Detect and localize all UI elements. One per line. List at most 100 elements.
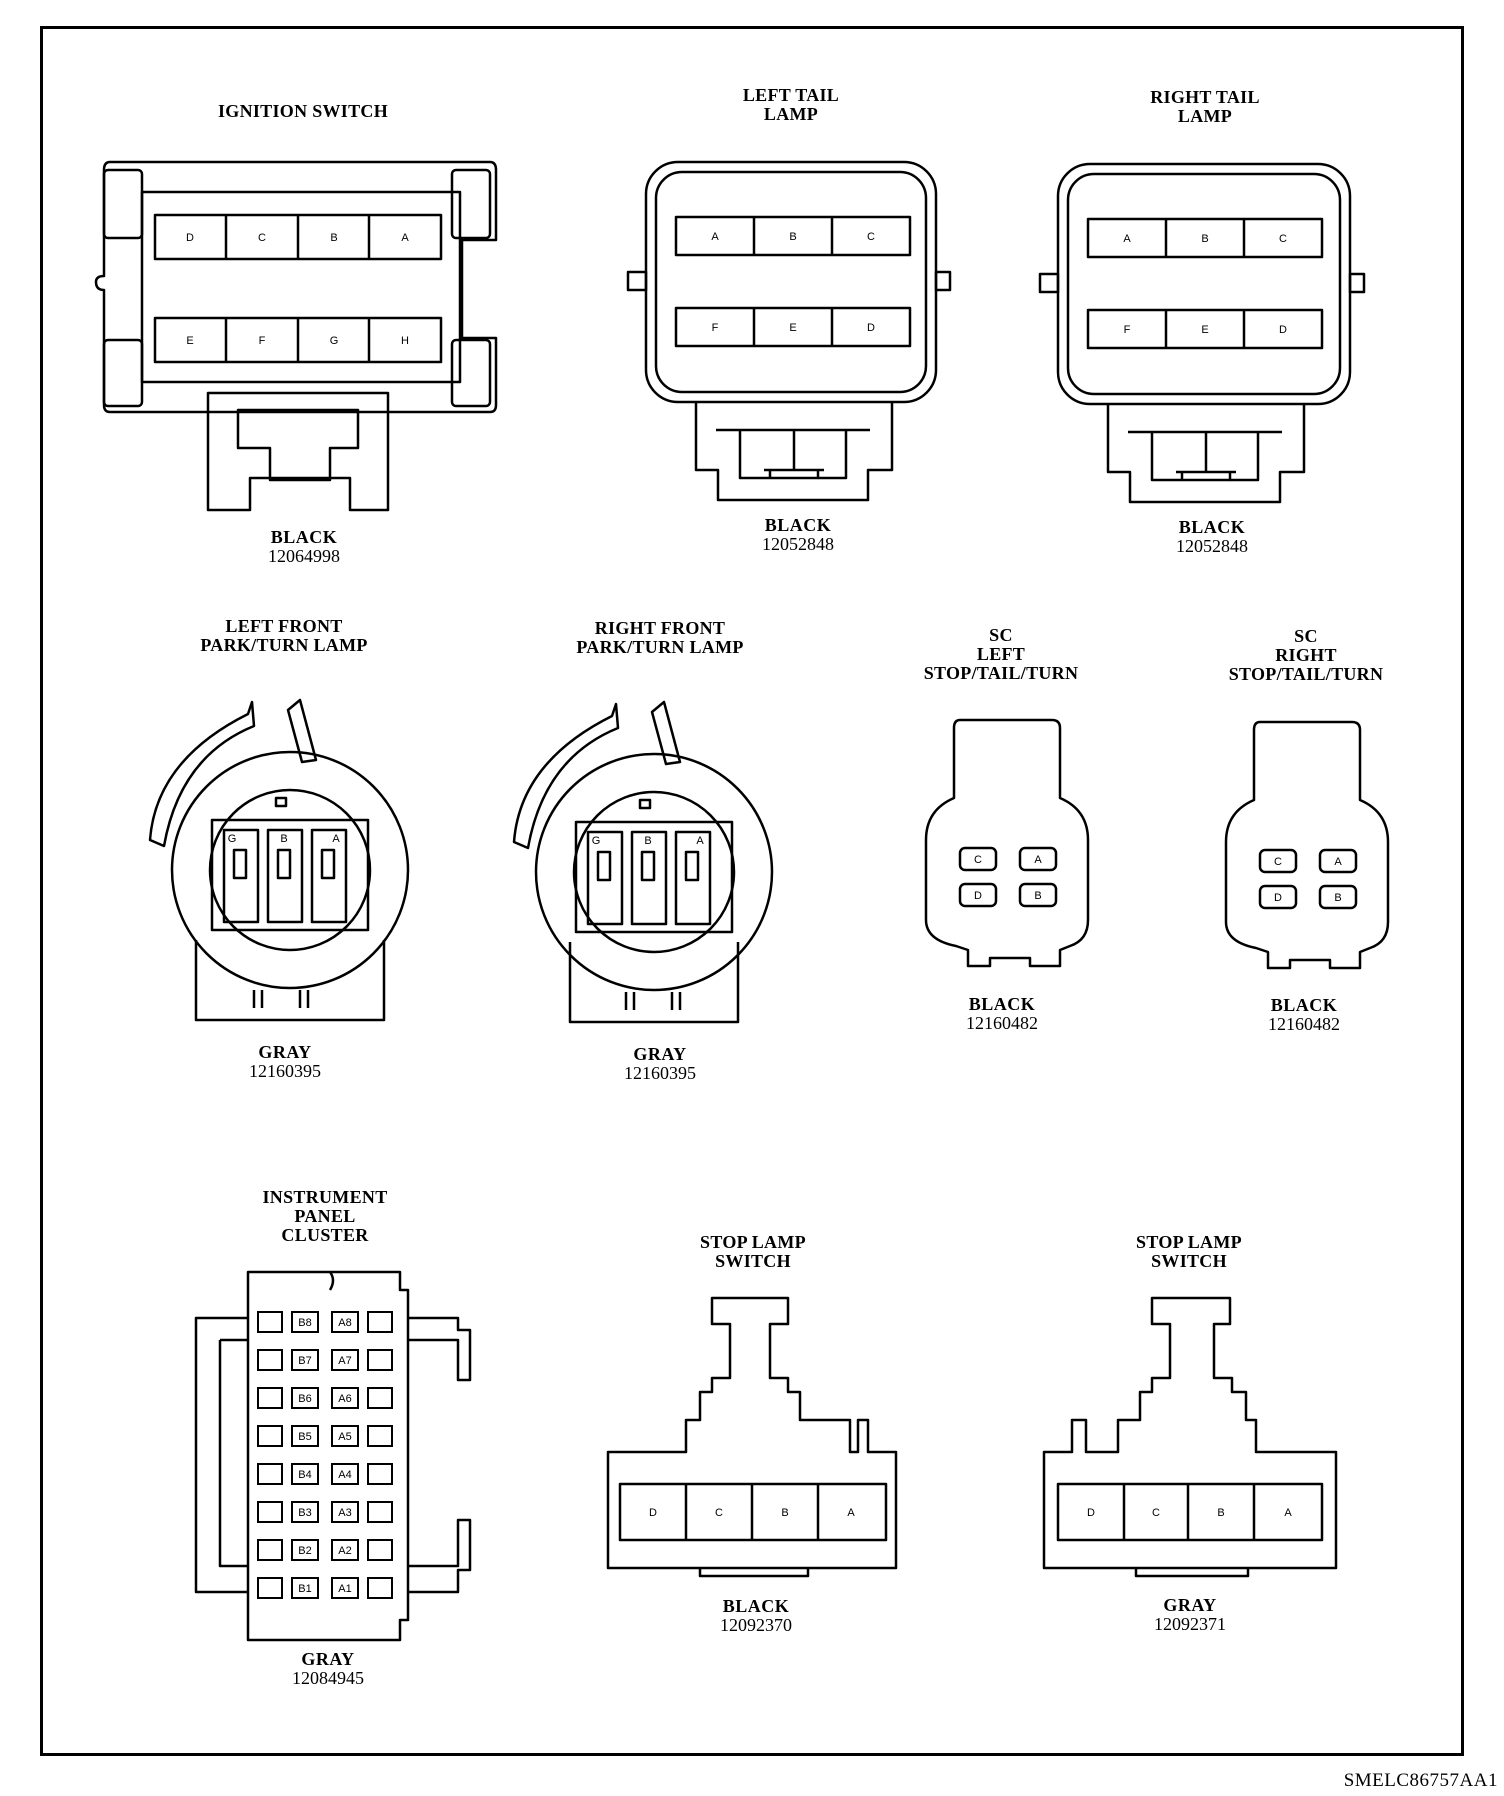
ignition-switch-caption: BLACK 12064998 — [268, 527, 340, 566]
right-tail-pin-label: A — [1123, 233, 1131, 245]
stop-lamp-switch-black-title: STOP LAMP SWITCH — [700, 1232, 806, 1271]
stop-lamp-black-pin-label: D — [649, 1507, 657, 1519]
ipc-right-cavity — [367, 1577, 393, 1599]
right-park-turn-pin-label: A — [696, 835, 704, 847]
ipc-right-cavity — [367, 1501, 393, 1523]
ipc-a-pin-label: A5 — [338, 1431, 351, 1443]
stop-lamp-switch-black-caption: BLACK 12092370 — [720, 1596, 792, 1635]
ignition-pin-label: H — [401, 335, 409, 347]
stop-lamp-switch-black-connector — [606, 1296, 898, 1578]
sc-left-connector — [924, 718, 1090, 968]
ipc-b-pin-label: B6 — [298, 1393, 311, 1405]
left-tail-pin-label: D — [867, 322, 875, 334]
right-tail-pin-label: F — [1124, 324, 1131, 336]
ipc-b-pin-label: B2 — [298, 1545, 311, 1557]
left-tail-lamp-title: LEFT TAIL LAMP — [742, 85, 840, 124]
ipc-b-cavity — [291, 1463, 319, 1485]
ipc-b-cavity — [291, 1425, 319, 1447]
stop-lamp-gray-pin-label: A — [1284, 1507, 1292, 1519]
ipc-b-pin-label: B8 — [298, 1317, 311, 1329]
right-tail-pin-label: B — [1201, 233, 1208, 245]
left-tail-pin-label: B — [789, 231, 796, 243]
left-park-turn-pin-label: B — [280, 833, 287, 845]
right-tail-pin-label: E — [1201, 324, 1208, 336]
ignition-pin-label: C — [258, 232, 266, 244]
ignition-pin-label: A — [401, 232, 409, 244]
stop-lamp-switch-gray-caption: GRAY 12092371 — [1154, 1595, 1226, 1634]
left-tail-lamp-connector — [626, 160, 952, 502]
right-tail-pin-label: D — [1279, 324, 1287, 336]
right-park-turn-pin-label: B — [644, 835, 651, 847]
stop-lamp-gray-pin-label: C — [1152, 1507, 1160, 1519]
ipc-b-cavity — [291, 1539, 319, 1561]
sc-left-pin-label: B — [1034, 890, 1041, 902]
ipc-a-cavity — [331, 1463, 359, 1485]
ipc-right-cavity — [367, 1349, 393, 1371]
instrument-panel-cluster-title: INSTRUMENT PANEL CLUSTER — [262, 1187, 388, 1245]
figure-code: SMELC86757AA1 — [1343, 1770, 1498, 1791]
ipc-left-cavity — [257, 1463, 283, 1485]
ipc-right-cavity — [367, 1463, 393, 1485]
right-tail-lamp-title: RIGHT TAIL LAMP — [1150, 87, 1260, 126]
ipc-left-cavity — [257, 1577, 283, 1599]
left-tail-pin-label: F — [712, 322, 719, 334]
ignition-pin-label: F — [259, 335, 266, 347]
right-tail-lamp-caption: BLACK 12052848 — [1176, 517, 1248, 556]
ipc-left-cavity — [257, 1539, 283, 1561]
left-park-turn-pin-label: A — [332, 833, 340, 845]
ignition-switch-title: IGNITION SWITCH — [217, 101, 389, 121]
right-front-park-turn-title: RIGHT FRONT PARK/TURN LAMP — [576, 618, 744, 657]
ipc-b-pin-label: B7 — [298, 1355, 311, 1367]
sc-right-caption: BLACK 12160482 — [1268, 995, 1340, 1034]
right-tail-lamp-connector — [1038, 162, 1366, 504]
diagram-frame — [40, 26, 1464, 1756]
ipc-right-cavity — [367, 1387, 393, 1409]
ipc-a-cavity — [331, 1311, 359, 1333]
ipc-a-cavity — [331, 1539, 359, 1561]
left-tail-lamp-caption: BLACK 12052848 — [762, 515, 834, 554]
sc-right-pin-label: B — [1334, 892, 1341, 904]
right-front-park-turn-connector — [512, 700, 774, 1024]
right-front-park-turn-caption: GRAY 12160395 — [624, 1044, 696, 1083]
ignition-switch-connector — [94, 160, 498, 512]
stop-lamp-gray-pin-label: D — [1087, 1507, 1095, 1519]
right-tail-pin-label: C — [1279, 233, 1287, 245]
ipc-b-cavity — [291, 1387, 319, 1409]
ipc-a-cavity — [331, 1349, 359, 1371]
sc-right-title: SC RIGHT STOP/TAIL/TURN — [1228, 626, 1384, 684]
sc-left-pin-label: D — [974, 890, 982, 902]
left-park-turn-pin-label: G — [228, 833, 237, 845]
ipc-b-pin-label: B1 — [298, 1583, 311, 1595]
ipc-a-cavity — [331, 1577, 359, 1599]
ipc-left-cavity — [257, 1387, 283, 1409]
sc-right-connector — [1224, 720, 1390, 970]
ipc-right-cavity — [367, 1425, 393, 1447]
ipc-left-cavity — [257, 1425, 283, 1447]
ipc-a-cavity — [331, 1387, 359, 1409]
ipc-b-cavity — [291, 1501, 319, 1523]
stop-lamp-black-pin-label: A — [847, 1507, 855, 1519]
ipc-left-cavity — [257, 1501, 283, 1523]
left-front-park-turn-caption: GRAY 12160395 — [249, 1042, 321, 1081]
instrument-panel-cluster-connector — [194, 1270, 472, 1642]
ipc-cavities — [257, 1311, 393, 1599]
ipc-right-cavity — [367, 1539, 393, 1561]
ipc-b-cavity — [291, 1577, 319, 1599]
sc-left-pin-label: C — [974, 854, 982, 866]
ipc-b-cavity — [291, 1349, 319, 1371]
ipc-a-pin-label: A1 — [338, 1583, 351, 1595]
ipc-b-pin-label: B5 — [298, 1431, 311, 1443]
left-tail-pin-label: E — [789, 322, 796, 334]
ipc-left-cavity — [257, 1311, 283, 1333]
ipc-a-pin-label: A8 — [338, 1317, 351, 1329]
ipc-a-cavity — [331, 1501, 359, 1523]
ipc-a-pin-label: A3 — [338, 1507, 351, 1519]
left-front-park-turn-connector — [148, 698, 410, 1022]
ipc-right-cavity — [367, 1311, 393, 1333]
ipc-left-cavity — [257, 1349, 283, 1371]
ignition-pin-label: B — [330, 232, 337, 244]
sc-right-pin-label: D — [1274, 892, 1282, 904]
left-front-park-turn-title: LEFT FRONT PARK/TURN LAMP — [200, 616, 368, 655]
